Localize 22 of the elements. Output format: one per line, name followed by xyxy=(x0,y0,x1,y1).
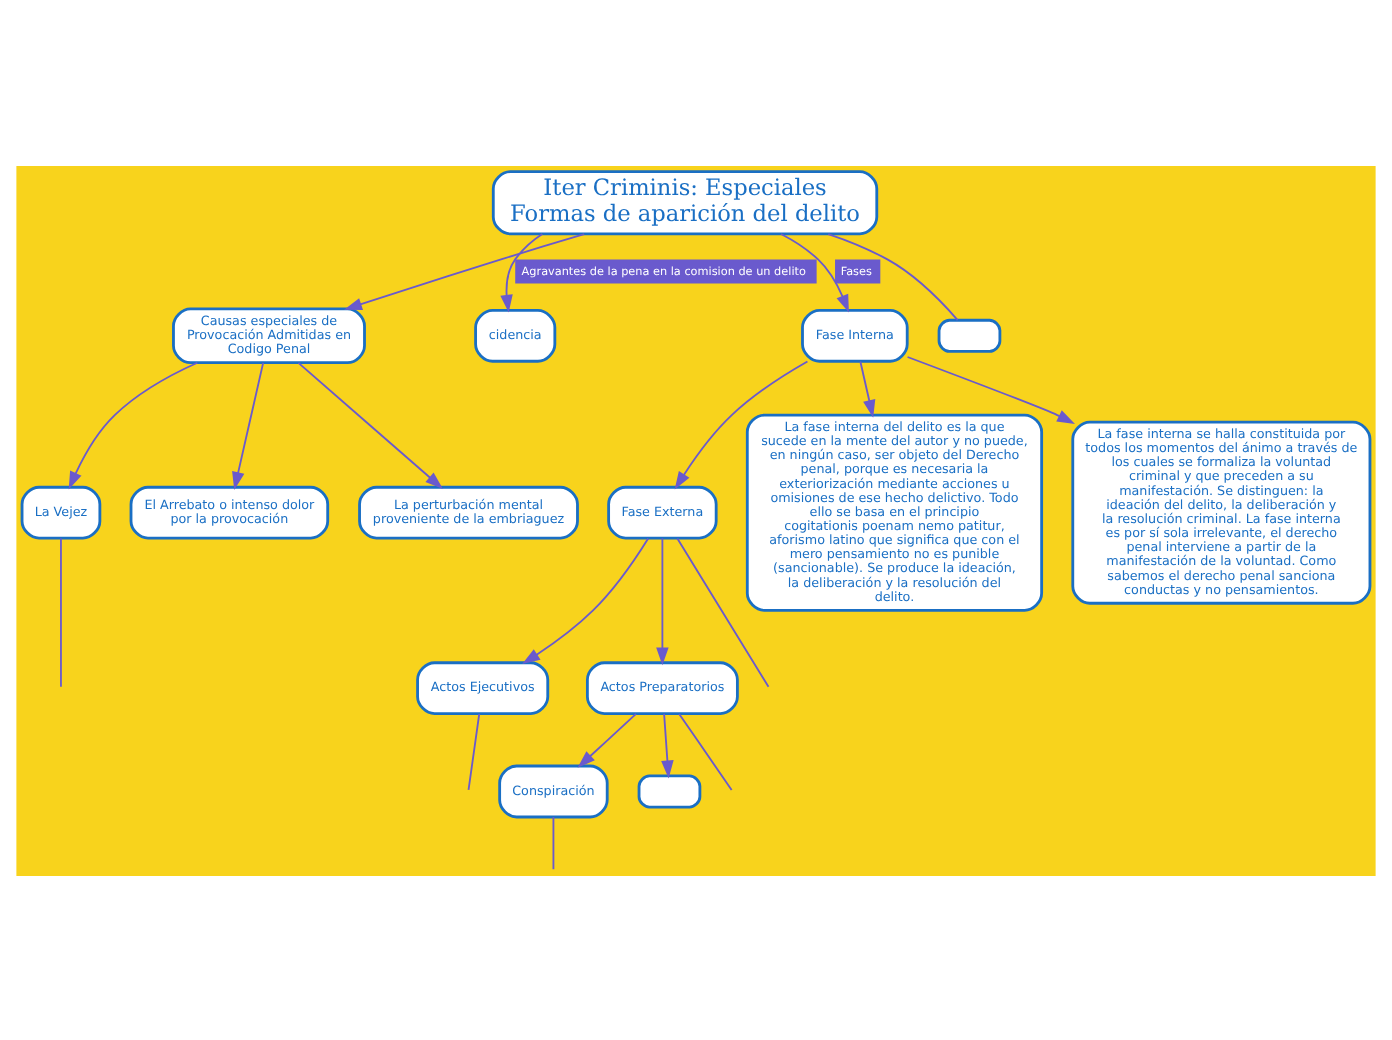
connector xyxy=(552,815,555,870)
arrow xyxy=(656,536,669,665)
arrow xyxy=(344,232,586,310)
connector xyxy=(676,536,770,687)
arrow xyxy=(906,355,1075,423)
arrow xyxy=(500,232,544,312)
connector xyxy=(467,712,481,790)
arrow xyxy=(68,360,199,489)
node-box: Iter Criminis: Especiales Formas de aparición del delito xyxy=(491,169,879,235)
arrow xyxy=(232,361,265,489)
arrow xyxy=(674,359,809,489)
connector xyxy=(827,232,959,320)
connector xyxy=(678,712,733,790)
arrow xyxy=(577,712,637,767)
connector xyxy=(60,536,62,687)
arrow xyxy=(661,712,674,778)
arrow xyxy=(522,536,650,664)
node-box xyxy=(637,773,702,808)
arrow xyxy=(859,359,876,417)
node-box xyxy=(937,317,1002,352)
arrow xyxy=(297,361,443,489)
arrow xyxy=(780,232,849,312)
